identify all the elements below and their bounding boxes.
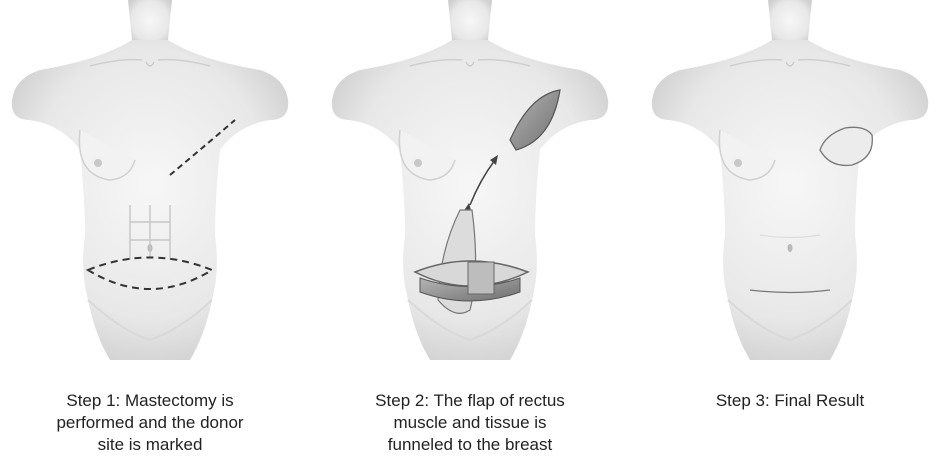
caption-line: Step 3: Final Result bbox=[640, 390, 940, 412]
caption-line: Step 2: The flap of rectus bbox=[320, 390, 620, 412]
step-1-panel: Step 1: Mastectomy is performed and the … bbox=[0, 0, 300, 475]
nipple bbox=[414, 159, 422, 167]
caption-line: performed and the donor bbox=[0, 412, 300, 434]
nipple bbox=[94, 159, 102, 167]
step-2-caption: Step 2: The flap of rectus muscle and ti… bbox=[320, 390, 620, 456]
step-1-caption: Step 1: Mastectomy is performed and the … bbox=[0, 390, 300, 456]
caption-line: Step 1: Mastectomy is bbox=[0, 390, 300, 412]
step-3-caption: Step 3: Final Result bbox=[640, 390, 940, 412]
caption-line: site is marked bbox=[0, 434, 300, 456]
caption-line: funneled to the breast bbox=[320, 434, 620, 456]
step-3-panel: Step 3: Final Result bbox=[640, 0, 940, 475]
muscle-segment bbox=[468, 262, 494, 294]
caption-line: muscle and tissue is bbox=[320, 412, 620, 434]
step-2-illustration bbox=[320, 0, 620, 360]
step-2-panel: Step 2: The flap of rectus muscle and ti… bbox=[320, 0, 620, 475]
step-1-illustration bbox=[0, 0, 300, 360]
step-3-illustration bbox=[640, 0, 940, 360]
nipple bbox=[734, 159, 742, 167]
